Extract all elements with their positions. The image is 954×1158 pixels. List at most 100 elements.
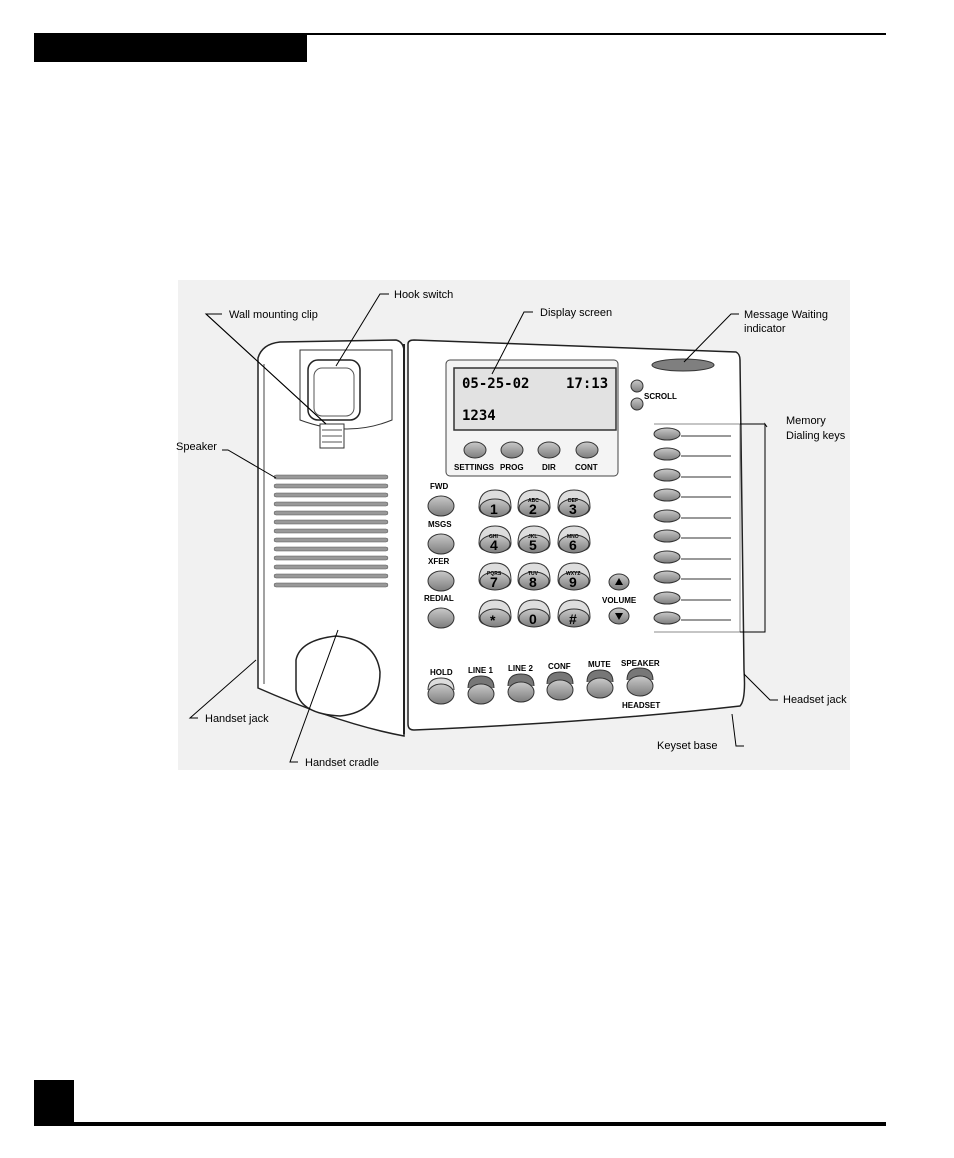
key-star[interactable]: * — [478, 599, 512, 628]
msgs-button[interactable] — [427, 533, 455, 555]
memory-key[interactable] — [653, 427, 731, 441]
scroll-label: SCROLL — [644, 392, 677, 401]
display-time: 17:13 — [566, 376, 608, 392]
key-8-letters: TUV — [528, 571, 539, 577]
conf-label: CONF — [548, 662, 571, 671]
speaker-headset-button[interactable] — [626, 675, 654, 697]
key-9-digit: 9 — [569, 574, 577, 590]
key-1[interactable]: 1 — [478, 489, 512, 518]
key-6-digit: 6 — [569, 537, 577, 553]
memory-dialing-keys — [653, 423, 741, 633]
wall-mounting-clip — [319, 423, 345, 449]
key-2-letters: ABC — [528, 498, 539, 504]
label-message-waiting-1: Message Waiting — [744, 309, 828, 321]
mute-label: MUTE — [588, 660, 611, 669]
label-headset-jack-right: Headset jack — [783, 694, 847, 706]
key-hash[interactable]: # — [557, 599, 591, 628]
label-keyset-base: Keyset base — [657, 740, 718, 752]
xfer-button[interactable] — [427, 570, 455, 592]
redial-button[interactable] — [427, 607, 455, 629]
redial-label: REDIAL — [424, 594, 454, 603]
dir-button[interactable] — [537, 441, 561, 459]
key-hash-symbol: # — [569, 611, 577, 627]
label-wall-mounting-clip: Wall mounting clip — [229, 309, 318, 321]
label-handset-cradle: Handset cradle — [305, 757, 379, 769]
memory-key[interactable] — [653, 591, 731, 605]
fwd-button[interactable] — [427, 495, 455, 517]
display-date: 05-25-02 — [462, 376, 529, 392]
key-3-digit: 3 — [569, 501, 577, 517]
arrow-down-icon — [615, 613, 623, 620]
line2-button[interactable] — [507, 681, 535, 703]
key-0-digit: 0 — [529, 611, 537, 627]
memory-key[interactable] — [653, 570, 731, 584]
fwd-label: FWD — [430, 482, 448, 491]
key-5-digit: 5 — [529, 537, 537, 553]
speaker-grille — [273, 474, 389, 588]
key-2-digit: 2 — [529, 501, 537, 517]
arrow-up-icon — [615, 578, 623, 585]
settings-label: SETTINGS — [454, 463, 495, 472]
key-3-letters: DEF — [568, 498, 578, 504]
label-display-screen: Display screen — [540, 307, 612, 319]
hold-button[interactable] — [427, 683, 455, 705]
soft-keys: SETTINGS PROG DIR CONT — [454, 441, 599, 472]
label-memory-2: Dialing keys — [786, 430, 846, 442]
memory-key[interactable] — [653, 611, 731, 625]
volume-control: VOLUME — [602, 573, 637, 625]
conf-button[interactable] — [546, 679, 574, 701]
key-0[interactable]: 0 — [517, 599, 551, 628]
bottom-rule — [34, 1122, 886, 1126]
display-screen: 05-25-02 17:13 1234 — [445, 359, 619, 477]
memory-key[interactable] — [653, 468, 731, 482]
key-4-letters: GHI — [489, 534, 499, 540]
prog-label: PROG — [500, 463, 524, 472]
key-6-letters: MNO — [567, 534, 579, 540]
cont-button[interactable] — [575, 441, 599, 459]
scroll-up-button[interactable] — [630, 379, 644, 393]
memory-key[interactable] — [653, 488, 731, 502]
memory-key[interactable] — [653, 447, 731, 461]
memory-key[interactable] — [653, 509, 731, 523]
page-number-block — [34, 1080, 74, 1126]
hold-label: HOLD — [430, 668, 453, 677]
key-star-symbol: * — [490, 612, 496, 628]
label-message-waiting-2: indicator — [744, 323, 786, 335]
line-keys: HOLD LINE 1 LINE 2 CONF MUTE SPEAKER HEA… — [427, 659, 660, 710]
handset-cradle-cup — [295, 635, 381, 717]
memory-key[interactable] — [653, 550, 731, 564]
msgs-label: MSGS — [428, 520, 452, 529]
display-number: 1234 — [462, 408, 496, 424]
key-9-letters: WXYZ — [566, 571, 580, 577]
message-waiting-indicator — [651, 358, 715, 372]
label-speaker: Speaker — [176, 441, 217, 453]
volume-label: VOLUME — [602, 596, 637, 605]
memory-key[interactable] — [653, 529, 731, 543]
speaker-key-label: SPEAKER — [621, 659, 660, 668]
mute-button[interactable] — [586, 677, 614, 699]
scroll-down-button[interactable] — [630, 397, 644, 411]
xfer-label: XFER — [428, 557, 450, 566]
label-handset-jack-left: Handset jack — [205, 713, 269, 725]
label-hook-switch: Hook switch — [394, 289, 453, 301]
headset-key-label: HEADSET — [622, 701, 660, 710]
dir-label: DIR — [542, 463, 556, 472]
key-1-digit: 1 — [490, 501, 498, 517]
prog-button[interactable] — [500, 441, 524, 459]
key-8-digit: 8 — [529, 574, 537, 590]
function-keys-left: FWD MSGS XFER REDIAL — [424, 482, 455, 629]
line1-button[interactable] — [467, 683, 495, 705]
settings-button[interactable] — [463, 441, 487, 459]
label-memory-1: Memory — [786, 415, 826, 427]
key-7-letters: PQRS — [487, 571, 502, 577]
